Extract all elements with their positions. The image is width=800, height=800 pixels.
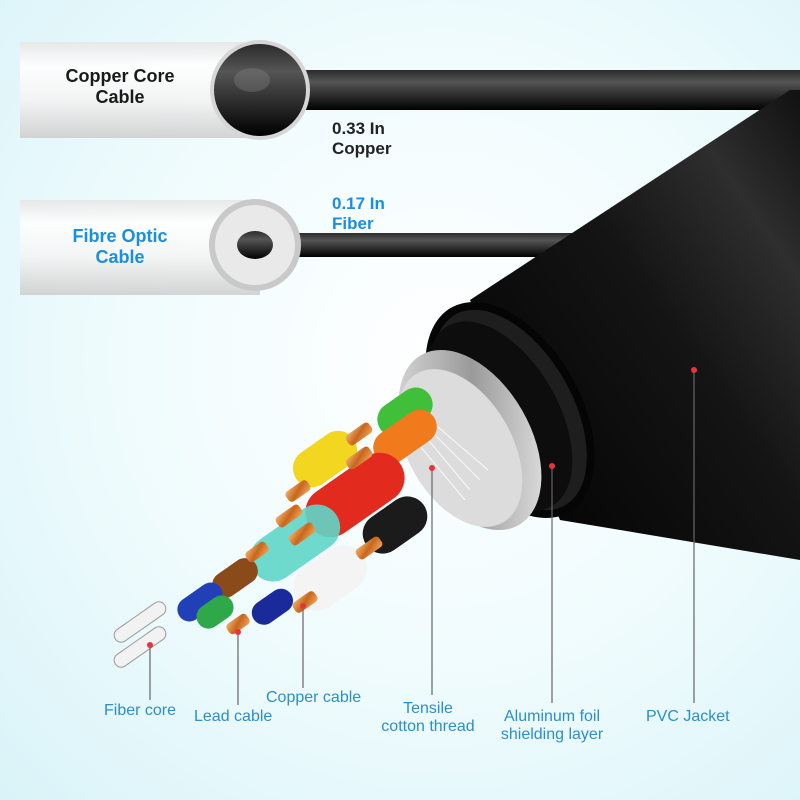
fibre-optic-cable-label: Fibre Optic Cable bbox=[40, 226, 200, 267]
copper-gauge-line1: 0.33 In bbox=[332, 119, 385, 138]
aluminum-line1: Aluminum foil bbox=[503, 708, 601, 725]
copper-core-cable-label: Copper Core Cable bbox=[40, 66, 200, 107]
copper-comparison-tube bbox=[20, 40, 800, 140]
fiber-title-line2: Cable bbox=[95, 246, 145, 267]
callout-tensile-thread: Tensile cotton thread bbox=[368, 700, 488, 737]
callout-pvc-jacket: PVC Jacket bbox=[646, 708, 730, 725]
fiber-gauge-label: 0.17 In Fiber bbox=[332, 194, 385, 233]
callout-aluminum-foil: Aluminum foil shielding layer bbox=[490, 708, 614, 745]
fiber-title-line1: Fibre Optic bbox=[72, 226, 168, 246]
copper-gauge-label: 0.33 In Copper bbox=[332, 119, 392, 158]
copper-title-line2: Cable bbox=[95, 86, 145, 107]
fiber-gauge-line1: 0.17 In bbox=[332, 194, 385, 213]
callout-lead-cable: Lead cable bbox=[194, 708, 273, 725]
callout-copper-cable: Copper cable bbox=[266, 689, 362, 706]
callout-fiber-core: Fiber core bbox=[104, 702, 177, 719]
callout-leaders bbox=[149, 370, 695, 705]
copper-title-line1: Copper Core bbox=[65, 66, 175, 86]
aluminum-line2: shielding layer bbox=[500, 726, 604, 744]
tensile-line2: cotton thread bbox=[381, 718, 475, 736]
callout-dots bbox=[147, 367, 697, 648]
copper-gauge-line2: Copper bbox=[332, 138, 392, 158]
fiber-gauge-line2: Fiber bbox=[332, 213, 374, 233]
tensile-line1: Tensile bbox=[403, 700, 453, 717]
inner-wire-bundle bbox=[113, 387, 489, 668]
